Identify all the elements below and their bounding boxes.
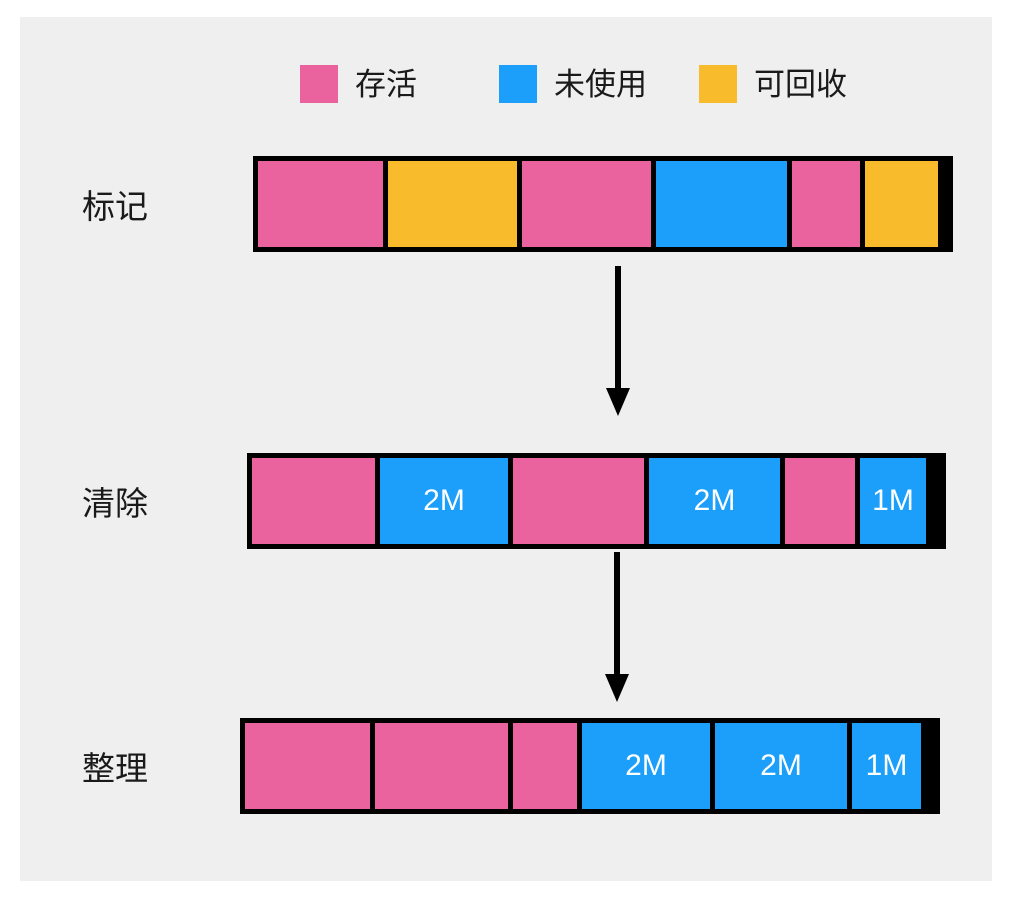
memory-block-label: 2M <box>423 484 465 517</box>
memory-block-live <box>513 723 582 809</box>
legend-item-live: 存活 <box>300 61 417 107</box>
memory-block-unused: 2M <box>582 723 715 809</box>
memory-block-unused: 2M <box>649 458 785 544</box>
memory-block-label: 2M <box>625 749 667 782</box>
row-label-sweep: 清除 <box>82 485 148 522</box>
unused-swatch <box>499 65 537 103</box>
memory-block-label: 2M <box>693 484 736 517</box>
memory-block-unused: 1M <box>860 458 926 544</box>
memory-block-live <box>792 161 865 247</box>
row-label-compact: 整理 <box>82 750 148 787</box>
memory-block-label: 1M <box>872 484 914 517</box>
garbage-swatch <box>699 65 737 103</box>
memory-block-unused <box>656 161 792 247</box>
memory-block-unused: 1M <box>852 723 921 809</box>
arrow-shaft <box>615 266 621 392</box>
memory-block-live <box>522 161 656 247</box>
memory-block-garbage <box>388 161 522 247</box>
memory-block-live <box>252 458 380 544</box>
legend-item-garbage: 可回收 <box>699 61 847 107</box>
memory-block-garbage <box>865 161 938 247</box>
arrow-sweep-to-compact <box>597 552 637 702</box>
arrow-mark-to-sweep <box>598 266 638 416</box>
memory-block-label: 2M <box>760 749 802 782</box>
legend: 存活 未使用 可回收 <box>20 17 992 137</box>
legend-label-garbage: 可回收 <box>754 66 847 102</box>
diagram-panel: 存活 未使用 可回收 标记 清除 2M 2M 1M 整理 2M 2M 1M <box>20 17 992 881</box>
memory-block-unused: 2M <box>380 458 513 544</box>
legend-item-unused: 未使用 <box>499 61 647 107</box>
arrow-shaft <box>614 552 620 678</box>
memory-block-live <box>245 723 375 809</box>
memory-block-live <box>375 723 513 809</box>
memory-bar-compact: 2M 2M 1M <box>240 718 940 814</box>
memory-bar-mark <box>253 156 953 252</box>
row-label-mark: 标记 <box>82 188 148 225</box>
arrow-head-down-icon <box>606 388 630 416</box>
memory-block-label: 1M <box>865 749 908 782</box>
memory-block-unused: 2M <box>715 723 852 809</box>
memory-block-live <box>785 458 860 544</box>
legend-label-unused: 未使用 <box>554 66 647 102</box>
memory-block-live <box>513 458 649 544</box>
legend-label-live: 存活 <box>355 66 417 102</box>
memory-block-live <box>258 161 388 247</box>
live-swatch <box>300 65 338 103</box>
arrow-head-down-icon <box>605 674 629 702</box>
memory-bar-sweep: 2M 2M 1M <box>247 453 946 549</box>
